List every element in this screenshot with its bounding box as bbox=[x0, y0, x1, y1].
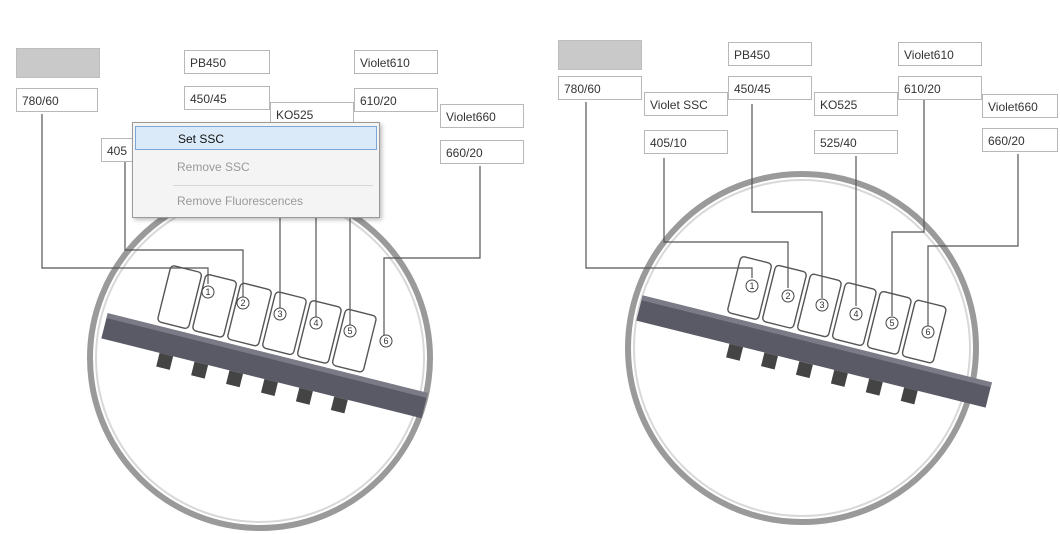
right-detector-diagram: 1 2 3 4 5 6 bbox=[585, 100, 1019, 525]
svg-text:3: 3 bbox=[277, 309, 282, 319]
svg-text:1: 1 bbox=[205, 287, 210, 297]
right-panel: 1 2 3 4 5 6 780/60 Violet SSC 405/10 PB4… bbox=[530, 0, 1060, 534]
detector-rail bbox=[101, 265, 428, 419]
filter-label-ch5[interactable]: 610/20 bbox=[898, 76, 982, 100]
menu-separator bbox=[173, 185, 373, 186]
filter-label-ch1[interactable]: 780/60 bbox=[16, 88, 98, 112]
filter-label-ch3[interactable]: 450/45 bbox=[728, 76, 812, 100]
menu-item-remove-ssc[interactable]: Remove SSC bbox=[177, 160, 250, 174]
fluor-label-ch5[interactable]: Violet610 bbox=[898, 42, 982, 66]
filter-label-ch2[interactable]: 405/10 bbox=[644, 130, 728, 154]
svg-text:5: 5 bbox=[889, 318, 894, 328]
detector-numbers: 1 2 3 4 5 6 bbox=[745, 279, 935, 339]
svg-text:3: 3 bbox=[819, 300, 824, 310]
menu-item-set-ssc[interactable]: Set SSC bbox=[135, 126, 377, 150]
filter-label-ch5[interactable]: 610/20 bbox=[354, 88, 438, 112]
svg-text:4: 4 bbox=[313, 318, 318, 328]
fluor-label-ch3[interactable]: PB450 bbox=[184, 50, 270, 74]
leader-lines bbox=[41, 114, 481, 338]
svg-text:6: 6 bbox=[925, 327, 930, 337]
left-detector-diagram: 1 2 3 4 5 6 bbox=[41, 114, 481, 531]
svg-text:2: 2 bbox=[785, 291, 790, 301]
left-panel: 1 2 3 4 5 6 780/60 405 PB450 450/45 KO52… bbox=[16, 48, 524, 531]
fluor-label-ch5[interactable]: Violet610 bbox=[354, 50, 438, 74]
fluor-label-ch4[interactable]: KO525 bbox=[814, 92, 898, 116]
filter-label-ch3[interactable]: 450/45 bbox=[184, 86, 270, 110]
magnifier-circle bbox=[625, 171, 979, 525]
filter-label-ch6[interactable]: 660/20 bbox=[440, 140, 524, 164]
filter-label-ch4[interactable]: 525/40 bbox=[814, 130, 898, 154]
filter-label-ch1[interactable]: 780/60 bbox=[558, 76, 642, 100]
context-menu: Set SSC Remove SSC Remove Fluorescences bbox=[132, 122, 380, 218]
svg-text:2: 2 bbox=[240, 298, 245, 308]
detector-numbers: 1 2 3 4 5 6 bbox=[201, 285, 393, 348]
svg-text:1: 1 bbox=[749, 281, 754, 291]
filter-label-ch6[interactable]: 660/20 bbox=[982, 128, 1058, 152]
ssc-slot-empty[interactable] bbox=[16, 48, 100, 78]
svg-text:4: 4 bbox=[853, 309, 858, 319]
fluor-label-ch6[interactable]: Violet660 bbox=[982, 94, 1058, 118]
svg-text:6: 6 bbox=[383, 336, 388, 346]
fluor-label-ch2[interactable]: Violet SSC bbox=[644, 92, 728, 116]
svg-text:5: 5 bbox=[347, 326, 352, 336]
menu-item-remove-fluorescences[interactable]: Remove Fluorescences bbox=[177, 194, 304, 208]
fluor-label-ch3[interactable]: PB450 bbox=[728, 42, 812, 66]
leader-lines bbox=[585, 100, 1019, 326]
fluor-label-ch6[interactable]: Violet660 bbox=[440, 104, 524, 128]
ssc-slot-empty[interactable] bbox=[558, 40, 642, 70]
